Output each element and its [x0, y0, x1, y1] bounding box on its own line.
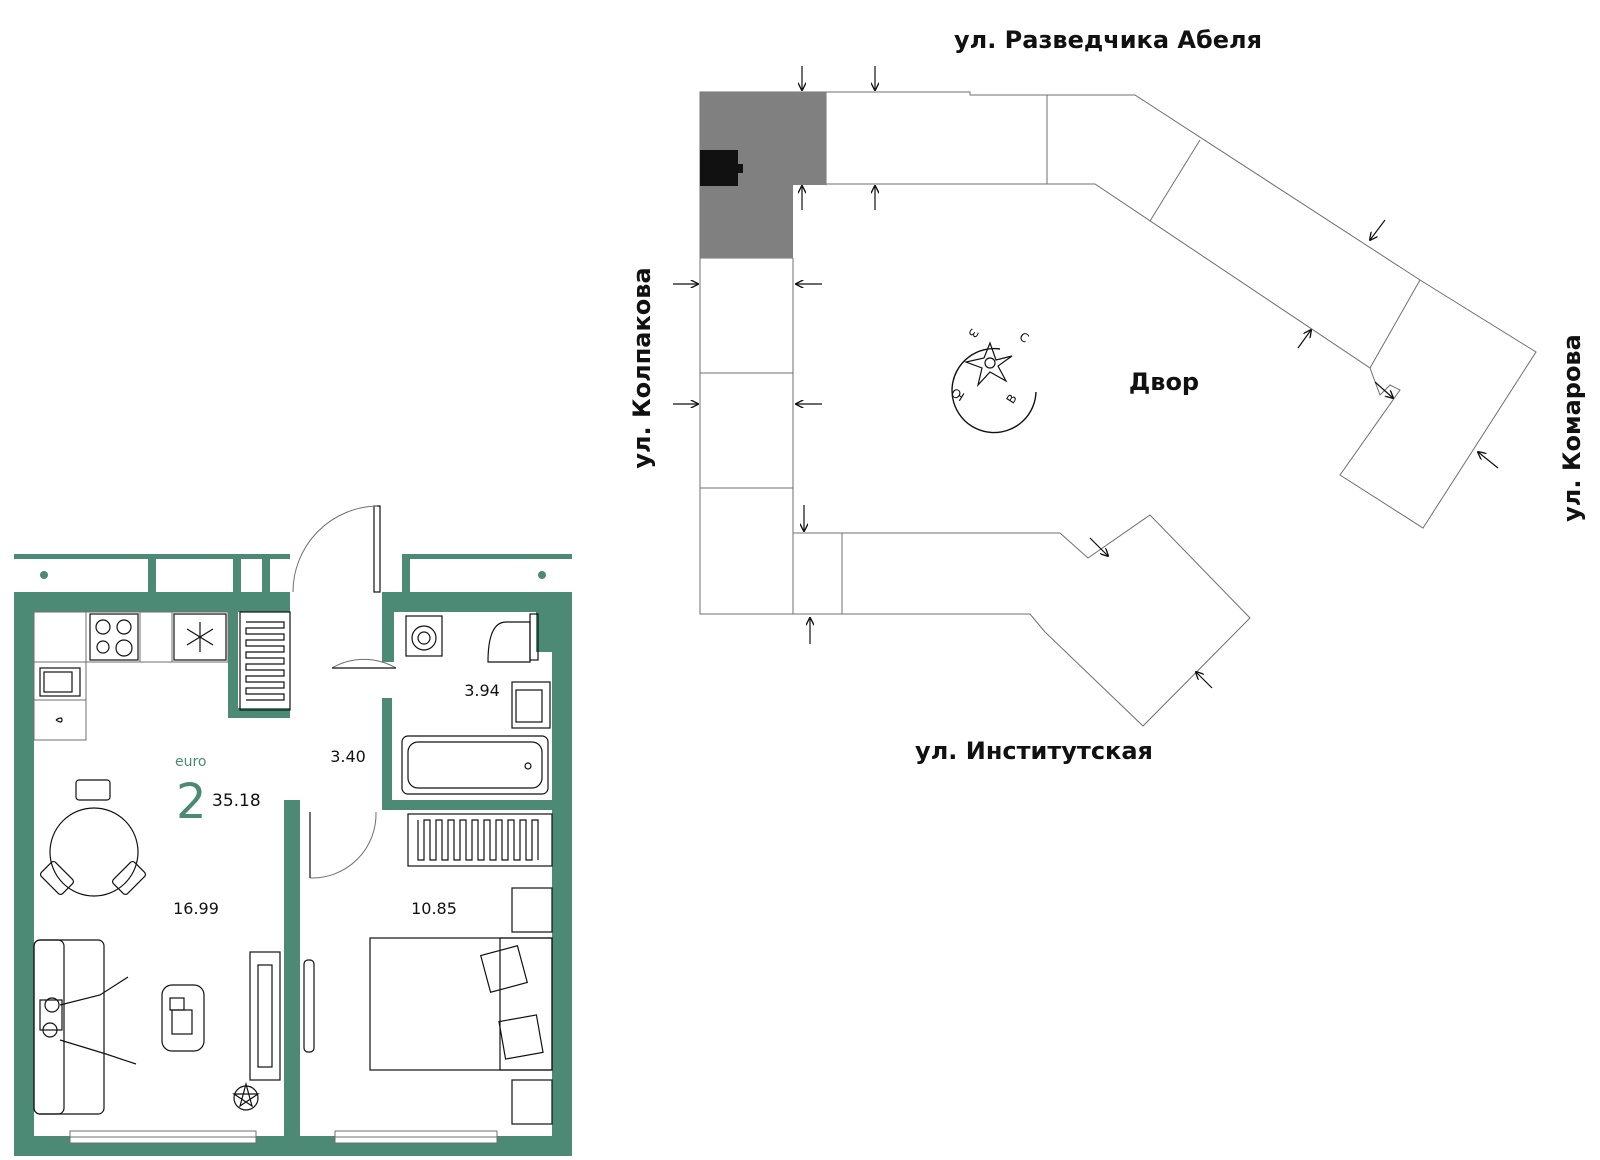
washing-machine-icon: [405, 615, 443, 657]
exterior-walls: [14, 592, 572, 1156]
compass-east: В: [1003, 392, 1019, 406]
compass-south: Ю: [949, 385, 967, 404]
plant-icon: [232, 1081, 260, 1111]
area-living-kitchen: 16.99: [173, 899, 219, 918]
site-plan: С В Ю З ул. Разведчика Абеля ул. Институ…: [628, 26, 1586, 765]
bed: [369, 937, 553, 1071]
windows: [69, 1130, 498, 1144]
entrance-door: [292, 505, 381, 593]
area-bathroom: 3.94: [464, 681, 500, 700]
nightstand-bottom: [511, 1079, 553, 1125]
compass-north: С: [1017, 329, 1032, 345]
entrance-arrows: [673, 66, 1499, 689]
apartment-marker: [700, 150, 738, 186]
compass-west: З: [965, 326, 981, 340]
coffee-table: [161, 984, 205, 1052]
sink-icon: [39, 667, 81, 723]
hallway-doors: [309, 658, 397, 879]
rooms-count: 2: [176, 774, 207, 830]
area-hallway: 3.40: [330, 747, 366, 766]
compass-rose: С В Ю З: [949, 326, 1037, 434]
balcony: [14, 554, 572, 594]
fridge-icon: [173, 613, 227, 661]
dining-table: [39, 779, 147, 897]
bathtub-icon: [401, 735, 549, 795]
tv-stand: [249, 951, 315, 1081]
kitchen-counter: [33, 611, 229, 741]
toilet-icon: [487, 613, 539, 663]
radiator-bedroom: [407, 813, 553, 867]
nightstand-top: [511, 887, 553, 933]
total-area: 35.18: [212, 791, 261, 811]
area-bedroom: 10.85: [411, 899, 457, 918]
street-west: ул. Колпакова: [628, 267, 656, 468]
street-north: ул. Разведчика Абеля: [954, 26, 1262, 54]
radiator-kitchen: [239, 611, 291, 711]
stove-icon: [89, 613, 139, 661]
sofa: [33, 939, 137, 1115]
yard-label: Двор: [1129, 368, 1199, 396]
street-south: ул. Институтская: [915, 737, 1153, 765]
apartment-type-label: euro: [175, 754, 207, 770]
washbasin-icon: [511, 681, 551, 729]
apartment-plan: euro 2 35.18 16.99 3.40 3.94 10.85: [14, 505, 572, 1156]
street-east: ул. Комарова: [1558, 334, 1586, 522]
